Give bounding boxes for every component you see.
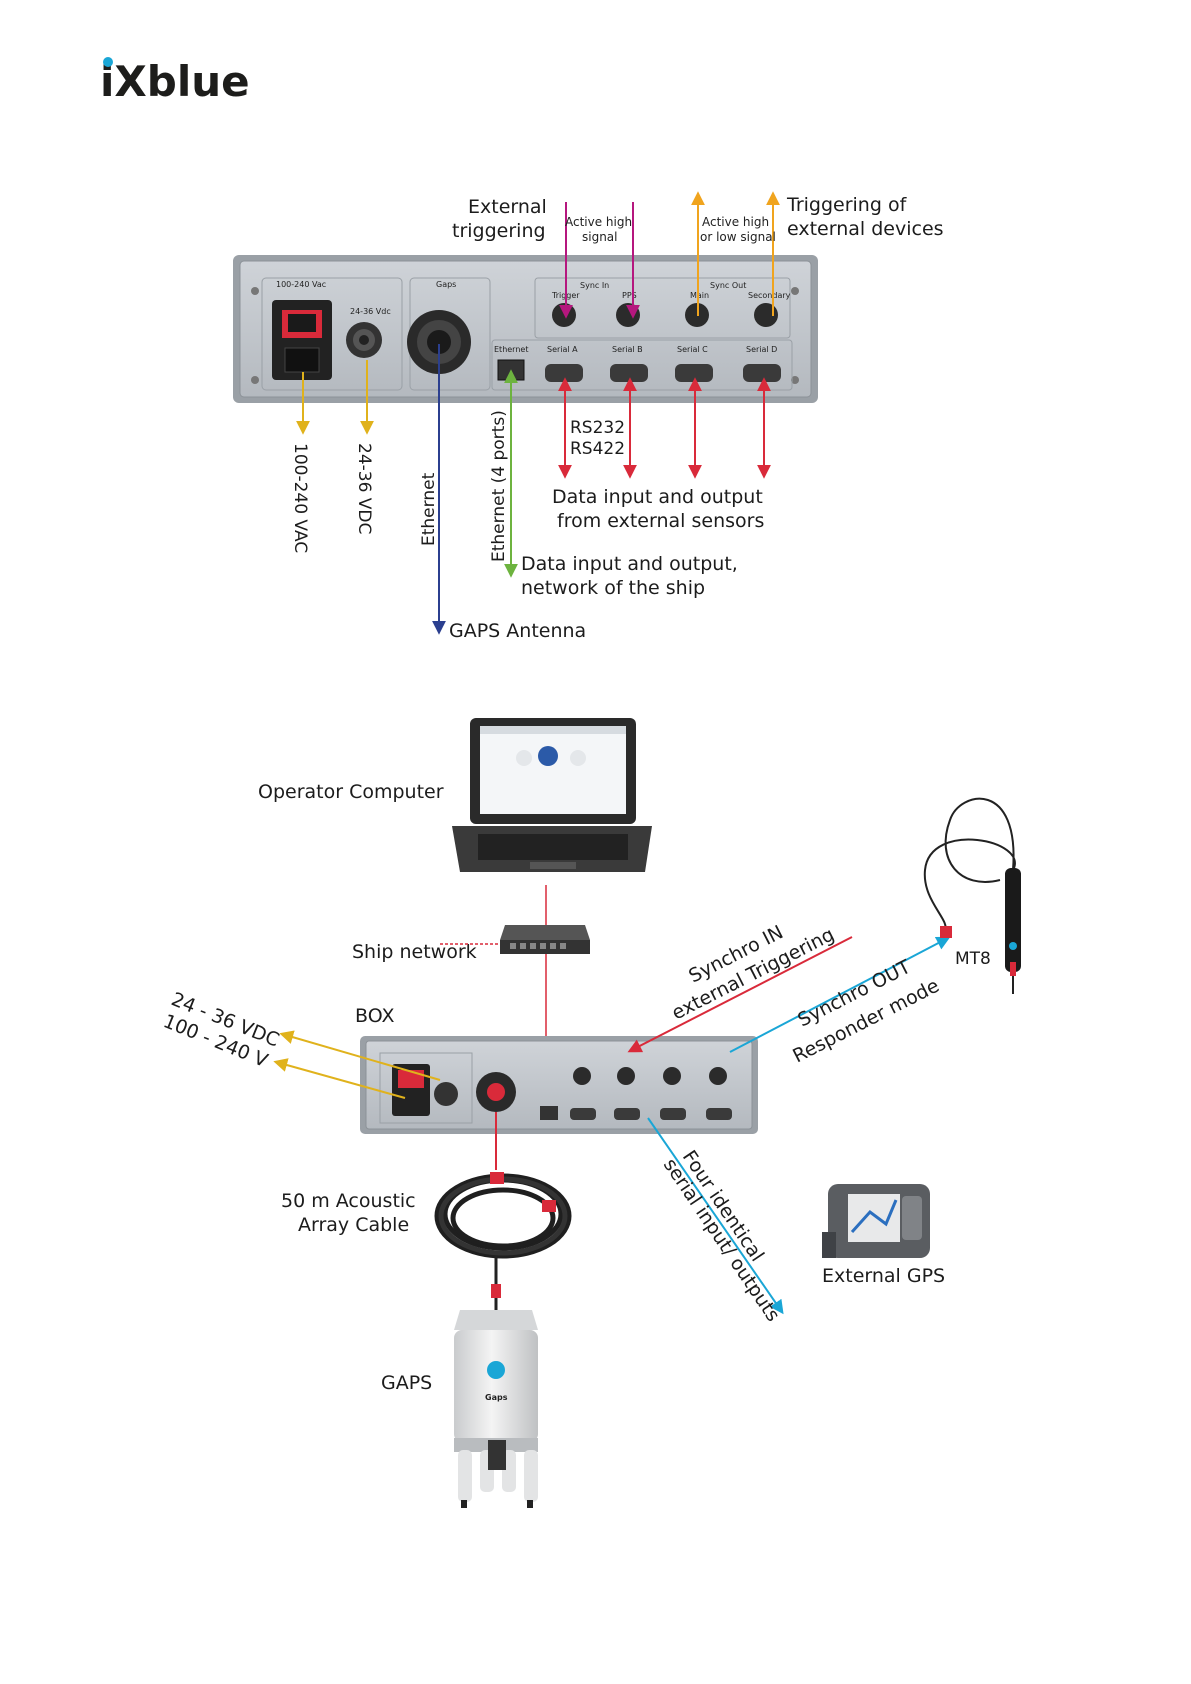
panel-label-sync-in: Sync In: [580, 281, 609, 290]
triggering-external-line1: Triggering of: [786, 194, 908, 216]
cable-label-line2: Array Cable: [298, 1214, 409, 1236]
cable-label-line1: 50 m Acoustic: [281, 1190, 416, 1212]
cable-connector: [490, 1172, 504, 1184]
panel-label-gaps: Gaps: [436, 280, 456, 289]
external-triggering-line2: triggering: [452, 220, 546, 242]
gaps-antenna-label: GAPS Antenna: [449, 620, 586, 642]
gaps-connector-icon: [407, 310, 471, 374]
cable-connector-2: [542, 1200, 556, 1212]
data-sensors-line1: Data input and output: [552, 486, 763, 508]
cable-coil-icon: [434, 1173, 572, 1259]
top-rear-panel: 100-240 Vac 24-36 Vdc Gaps Ethernet Seri…: [233, 255, 818, 403]
data-network-line1: Data input and output,: [521, 553, 738, 575]
laptop-icon: [452, 718, 652, 872]
label-24-36-vdc: 24-36 VDC: [354, 443, 374, 534]
active-high-signal-line2: signal: [582, 230, 618, 244]
panel-label-serial-c: Serial C: [677, 345, 708, 354]
mt8-label: MT8: [955, 949, 991, 969]
label-rs422: RS422: [570, 439, 625, 459]
logo-text: iXblue: [100, 57, 250, 106]
mt8-transponder-icon: [923, 797, 1021, 994]
vdc-arrow: [279, 1030, 441, 1081]
panel-label-serial-b: Serial B: [612, 345, 643, 354]
data-sensors-line2: from external sensors: [557, 510, 764, 532]
ixblue-logo: iXblue: [100, 57, 250, 106]
label-ethernet-ports: Ethernet (4 ports): [489, 410, 509, 562]
label-rs232: RS232: [570, 418, 625, 438]
serial-outputs-line2: serial input/ outputs: [659, 1154, 784, 1325]
data-network-line2: network of the ship: [521, 577, 705, 599]
serial-outputs-arrow: [647, 1117, 784, 1315]
active-high-low-line1: Active high: [702, 215, 769, 229]
panel-label-serial-a: Serial A: [547, 345, 578, 354]
logo-dot: [103, 57, 113, 67]
top-arrows: [296, 191, 780, 635]
panel-label-serial-d: Serial D: [746, 345, 777, 354]
panel-label-pps: PPS: [622, 291, 637, 300]
panel-label-main: Main: [690, 291, 709, 300]
vac-arrow: [273, 1058, 406, 1099]
triggering-external-line2: external devices: [787, 218, 944, 240]
dc-connector-icon: [346, 322, 382, 358]
synchro-in-arrow: [627, 936, 853, 1053]
panel-label-power: 100-240 Vac: [276, 280, 326, 289]
label-100-240-vac: 100-240 VAC: [290, 443, 310, 553]
gaps-device-icon: Gaps: [454, 1310, 538, 1508]
ship-network-label: Ship network: [352, 941, 477, 963]
box-panel-icon: [360, 1036, 758, 1134]
panel-label-sync-out: Sync Out: [710, 281, 746, 290]
label-ethernet-vertical: Ethernet: [419, 472, 439, 546]
active-high-low-line2: or low signal: [700, 230, 776, 244]
panel-label-dc: 24-36 Vdc: [350, 307, 391, 316]
external-triggering-line1: External: [468, 196, 547, 218]
synchro-out-arrow: [729, 936, 951, 1053]
panel-label-secondary: Secondary: [748, 291, 791, 300]
panel-label-ethernet: Ethernet: [494, 345, 528, 354]
serial-port-icons: [545, 364, 781, 382]
gaps-badge-label: Gaps: [485, 1393, 508, 1402]
active-high-signal-line1: Active high: [565, 215, 632, 229]
power-inlet-icon: [272, 300, 332, 380]
gps-device-icon: [822, 1184, 930, 1258]
gaps-label: GAPS: [381, 1372, 432, 1394]
gaps-cable-connector: [491, 1284, 501, 1298]
external-gps-label: External GPS: [822, 1265, 945, 1287]
operator-computer-label: Operator Computer: [258, 781, 444, 803]
network-switch-icon: [500, 925, 590, 954]
box-label: BOX: [355, 1005, 394, 1027]
